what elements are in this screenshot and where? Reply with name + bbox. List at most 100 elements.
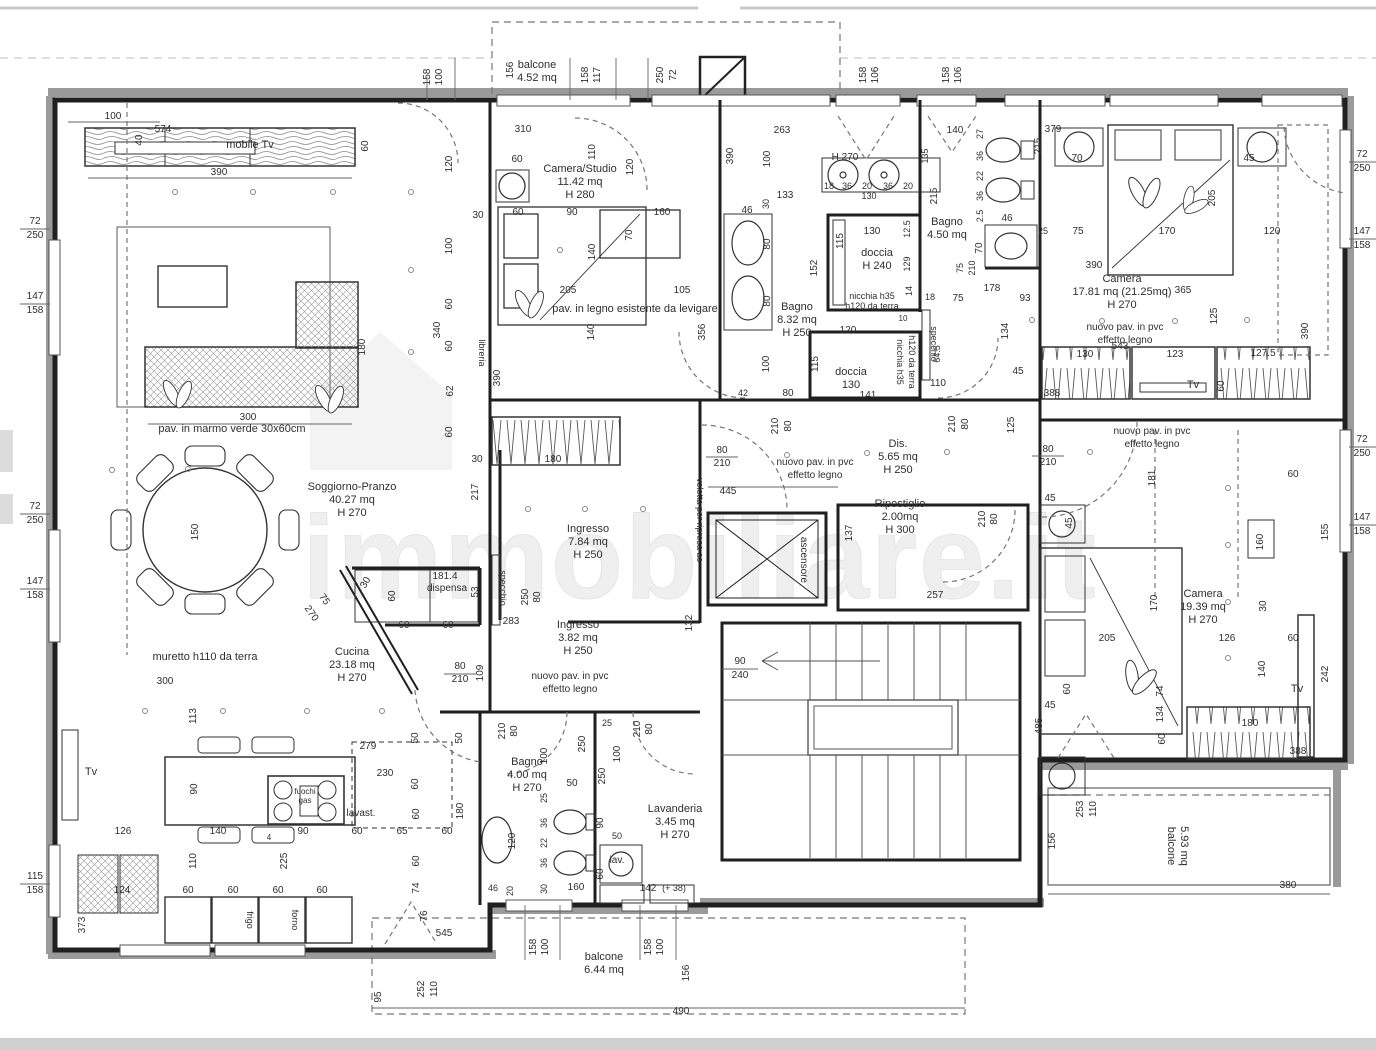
room-label: 3.45 mq — [655, 816, 695, 828]
stairs — [722, 623, 1020, 858]
interior-walls — [339, 100, 1345, 905]
dim-label: 158 — [422, 68, 433, 85]
dim-label: 60 — [444, 340, 455, 352]
dim-label: 388 — [1044, 388, 1061, 399]
dim-label: 253 — [1075, 800, 1086, 817]
dim-label: 210 — [967, 260, 977, 275]
dim-label: 93 — [1019, 293, 1031, 304]
dimension-lines — [20, 58, 1376, 1009]
dim-label: 250 — [655, 66, 666, 83]
floor-note: nuovo pav. in pvc — [776, 457, 853, 468]
dim-label: 147 — [27, 291, 44, 302]
dim-label: 178 — [984, 283, 1001, 294]
dim-label: 130 — [1077, 349, 1094, 360]
elevator-label: ascensore — [798, 537, 809, 584]
dim-label: 95 — [373, 991, 384, 1003]
dim-label: 181 — [1147, 469, 1158, 486]
dim-label: 158 — [858, 66, 869, 83]
dim-label: 147 — [27, 576, 44, 587]
dim-label: 115 — [27, 871, 43, 882]
dim-label: 106 — [953, 66, 964, 83]
storage-room — [836, 503, 1030, 612]
room-label: 2.00mq — [882, 511, 919, 523]
dim-label: 158 — [27, 305, 44, 316]
dim-label: 158 — [27, 590, 44, 601]
dim-label: 75 — [1072, 226, 1084, 237]
room-label: 130 — [842, 379, 860, 391]
tv-label: Tv — [1187, 379, 1200, 391]
dim-label: 242 — [1320, 665, 1331, 682]
dim-label: 60 — [398, 620, 410, 631]
room-label: Camera/Studio — [543, 163, 616, 175]
dim-label: 2.5 — [975, 210, 985, 223]
room-label: Bagno — [781, 301, 813, 313]
dim-label: 388 — [1290, 746, 1307, 757]
dim-label: 60 — [1287, 469, 1299, 480]
dim-label: 373 — [77, 916, 88, 933]
wardrobes — [84, 127, 1315, 760]
dim-label: 125 — [1006, 416, 1017, 433]
dim-label: 152 — [809, 259, 820, 276]
dim-label: 22 — [975, 171, 985, 181]
ac-note: veletta per ripresa ac — [695, 478, 705, 563]
dim-label: 100 — [761, 355, 772, 372]
dim-label: 60 — [595, 868, 606, 880]
dim-label: 230 — [377, 768, 394, 779]
dim-label: 18 — [824, 181, 834, 191]
dim-label: 64.5 — [932, 345, 942, 363]
dim-label: 120 — [625, 158, 636, 175]
room-label: balcone — [518, 59, 557, 71]
room-label: 5.65 mq — [878, 451, 918, 463]
dim-label: 250 — [520, 588, 531, 605]
dim-label: 30 — [539, 884, 549, 894]
hob-label: fuochi — [294, 787, 316, 796]
dim-label: 250 — [27, 230, 44, 241]
dim-label: 158 — [941, 66, 952, 83]
dim-label: 155 — [1320, 523, 1331, 540]
dim-label: 80 — [762, 238, 773, 250]
floor-note: pav. in marmo verde 30x60cm — [158, 423, 305, 435]
room-label: Soggiorno-Pranzo — [308, 481, 397, 493]
room-label: Lavanderia — [648, 803, 703, 815]
dim-label: 60 — [316, 885, 328, 896]
dim-label: 100 — [444, 237, 455, 254]
dim-label: 72 — [1356, 434, 1368, 445]
dim-label: 4 — [267, 833, 272, 842]
dim-label: 80 — [960, 418, 971, 430]
room-label: H 270 — [1107, 299, 1136, 311]
dim-label: 36 — [975, 191, 985, 201]
dim-label: 50 — [410, 732, 421, 744]
dim-label: 140 — [947, 125, 964, 136]
height-label: H 270 — [832, 152, 859, 163]
dim-label: 130 — [861, 191, 876, 201]
dim-label: 180 — [455, 802, 466, 819]
room-label: Ripostiglio — [875, 498, 926, 510]
bedroom-furniture — [1039, 124, 1287, 796]
dim-label: 445 — [720, 486, 737, 497]
dim-label: 30 — [1258, 600, 1269, 612]
dim-label: 126 — [1219, 633, 1236, 644]
dim-label: 45 — [1243, 153, 1255, 164]
room-label: H 240 — [862, 260, 891, 272]
dim-label: 100 — [655, 938, 666, 955]
dim-label: 90 — [595, 817, 606, 829]
room-label: Camera — [1102, 273, 1142, 285]
dim-label: 140 — [586, 323, 597, 340]
dim-label: 60 — [360, 140, 371, 152]
dim-label: 70 — [624, 229, 635, 241]
mirror-label: specchio — [498, 570, 508, 606]
dim-label: 60 — [444, 298, 455, 310]
room-label: Bagno — [511, 756, 543, 768]
dim-label: 115 — [835, 233, 846, 249]
room-label: H 300 — [885, 524, 914, 536]
room-label: doccia — [861, 247, 894, 259]
dim-label: 170 — [1159, 226, 1176, 237]
dim-label: 283 — [503, 616, 520, 627]
dim-label: 60 — [444, 426, 455, 438]
dim-label: 263 — [774, 125, 791, 136]
dim-label: 50 — [454, 732, 465, 744]
dim-label: 65 — [396, 826, 408, 837]
dim-label: 147 — [1354, 512, 1371, 523]
door-arcs — [126, 102, 1346, 945]
